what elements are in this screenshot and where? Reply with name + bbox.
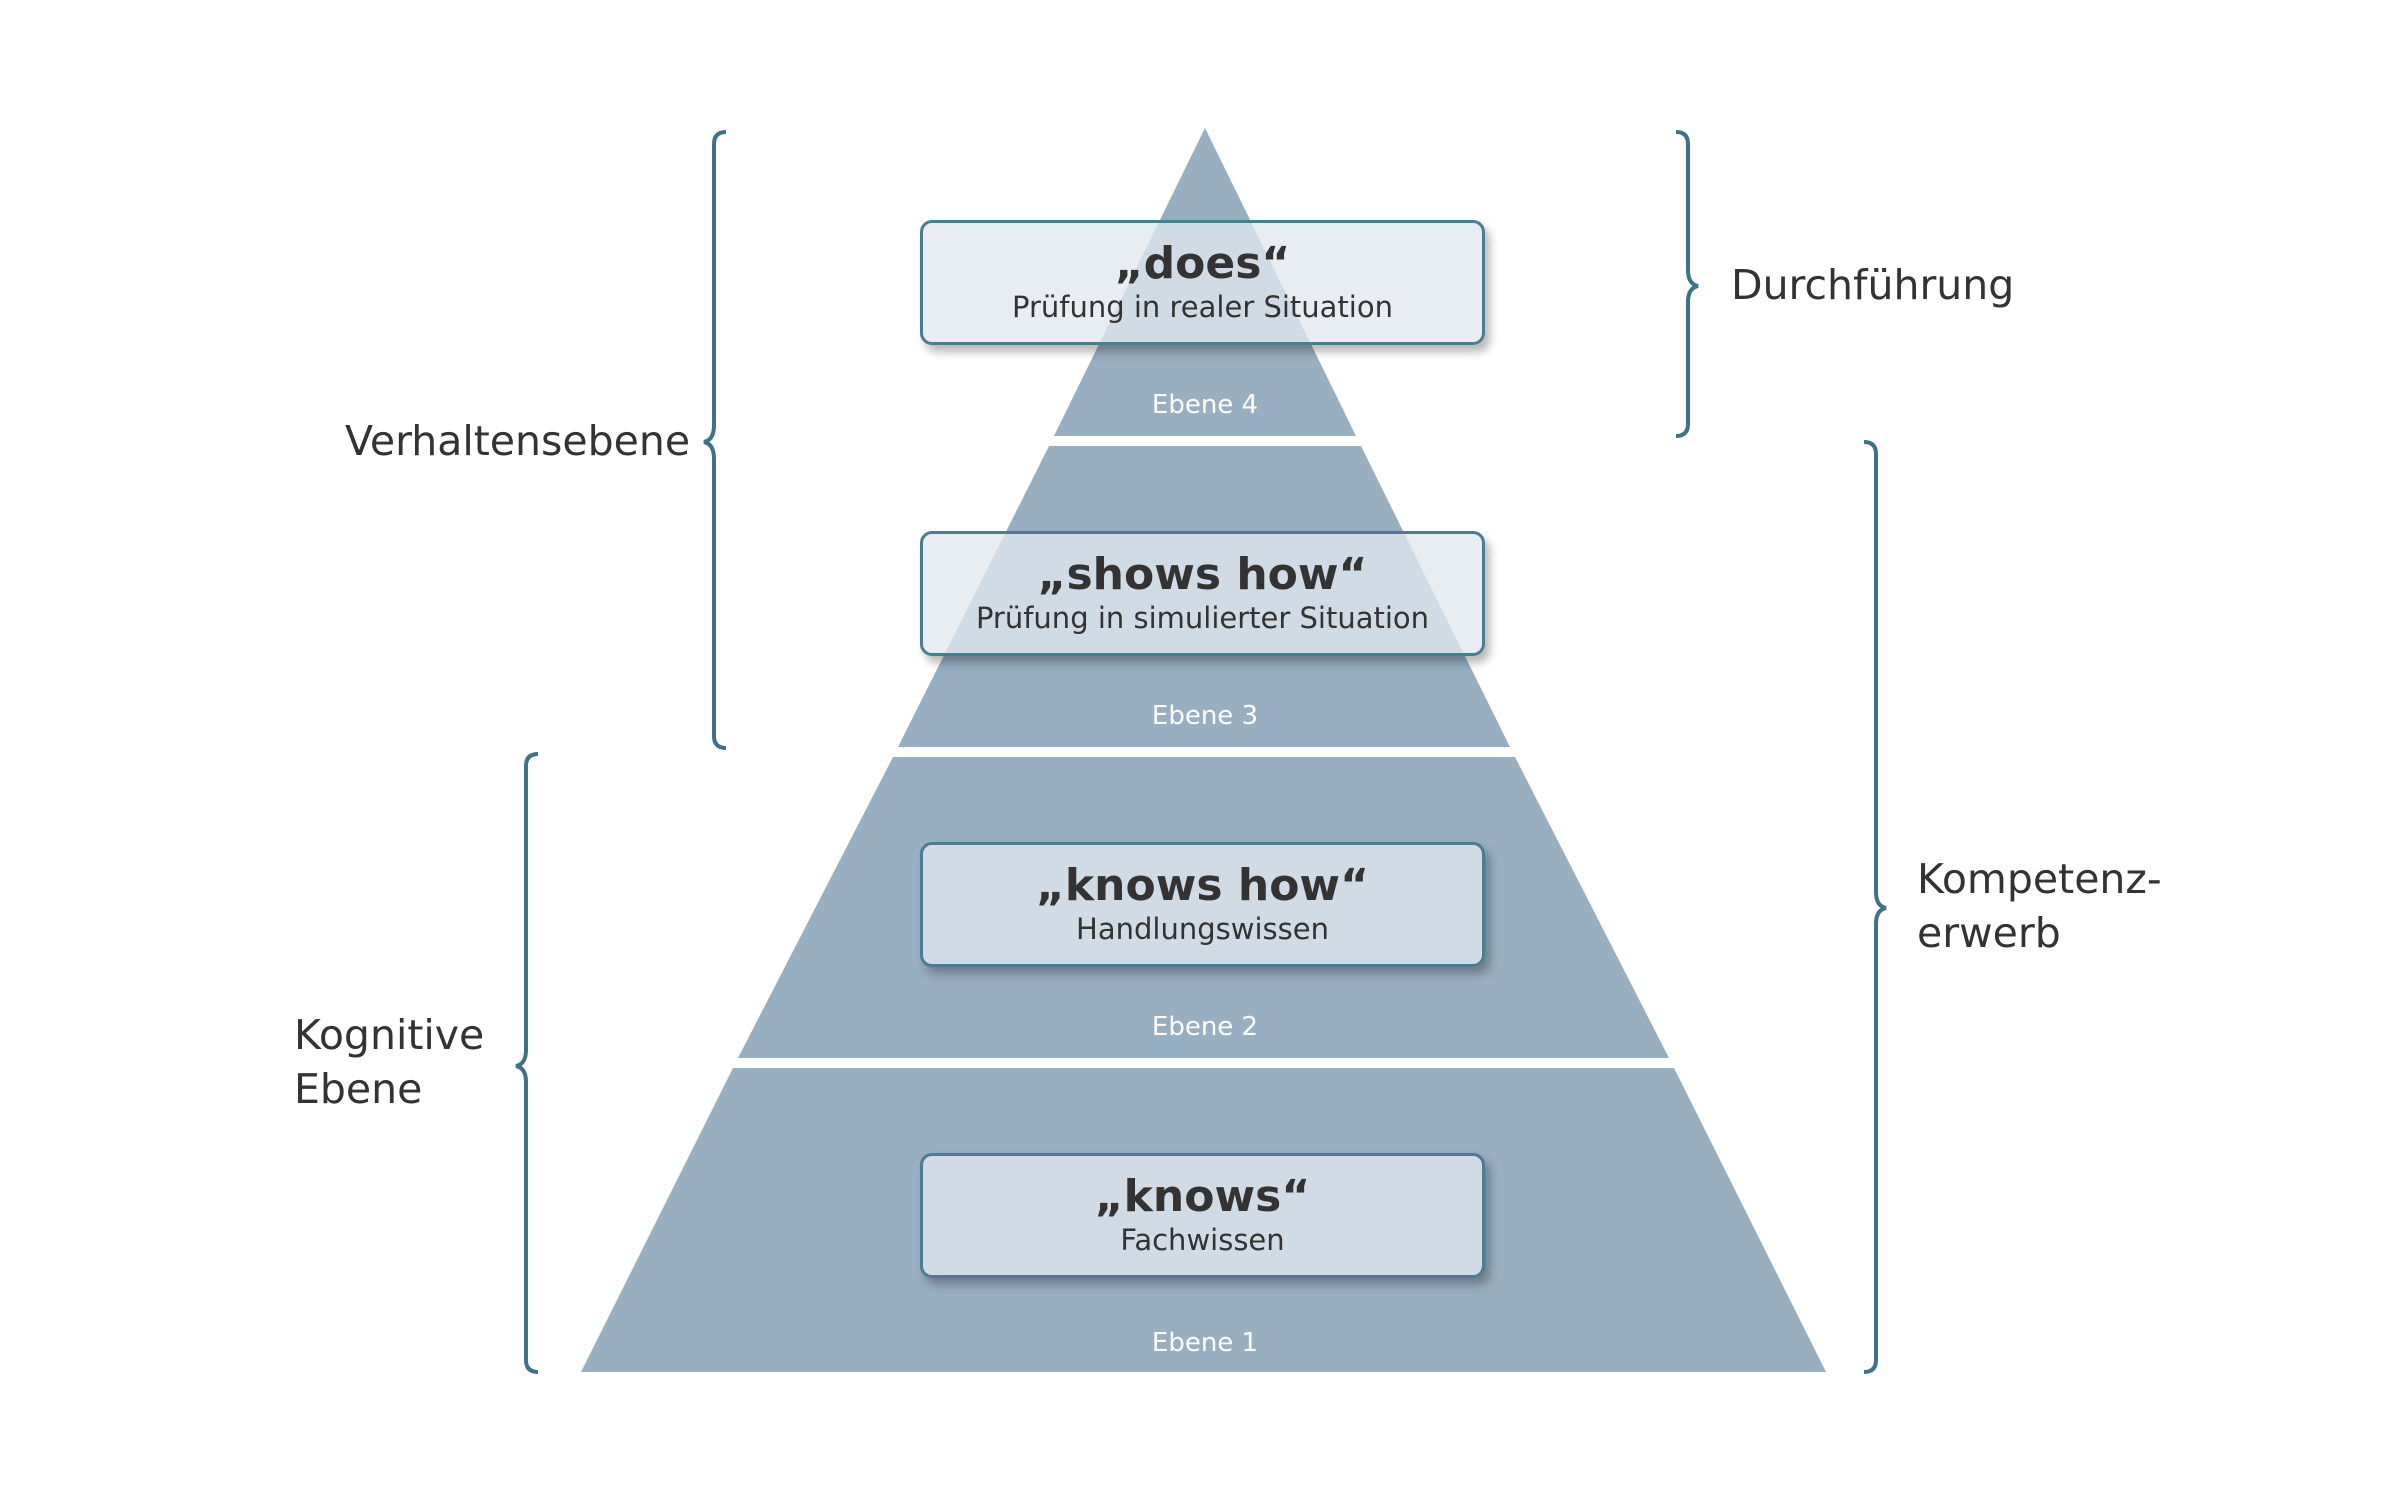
bracket-kompetenzerwerb [1863,440,1887,1374]
level-card-does: „does“ Prüfung in realer Situation [920,220,1485,345]
ebene-4-label: Ebene 4 [1151,390,1259,420]
label-durchfuehrung: Durchführung [1731,261,2015,309]
bracket-durchfuehrung [1675,130,1699,438]
level-card-shows-how: „shows how“ Prüfung in simulierter Situa… [920,531,1485,656]
bracket-verhaltensebene [703,130,727,750]
label-verhaltensebene: Verhaltensebene [345,417,691,465]
ebene-2-label: Ebene 2 [1151,1012,1259,1042]
level-card-description: Prüfung in simulierter Situation [975,601,1430,636]
level-card-title: „shows how“ [1037,548,1368,600]
label-kompetenz-line1: Kompetenz- [1917,855,2162,903]
label-kognitive-line2: Ebene [294,1065,423,1113]
level-card-description: Fachwissen [1120,1223,1285,1258]
level-card-knows: „knows“ Fachwissen [920,1153,1485,1278]
ebene-1-label: Ebene 1 [1151,1328,1259,1358]
level-card-title: „does“ [1114,237,1291,289]
bracket-kognitive-ebene [515,752,539,1374]
level-card-title: „knows how“ [1035,859,1369,911]
ebene-3-label: Ebene 3 [1151,701,1259,731]
level-card-knows-how: „knows how“ Handlungswissen [920,842,1485,967]
level-card-description: Prüfung in realer Situation [1011,290,1393,325]
level-card-title: „knows“ [1094,1170,1311,1222]
label-kognitive-line1: Kognitive [294,1011,485,1059]
label-kompetenz-line2: erwerb [1917,909,2061,957]
label-kognitive-ebene: Kognitive Ebene [294,1008,484,1116]
level-card-description: Handlungswissen [1076,912,1329,947]
label-kompetenzerwerb: Kompetenz- erwerb [1917,852,2162,960]
